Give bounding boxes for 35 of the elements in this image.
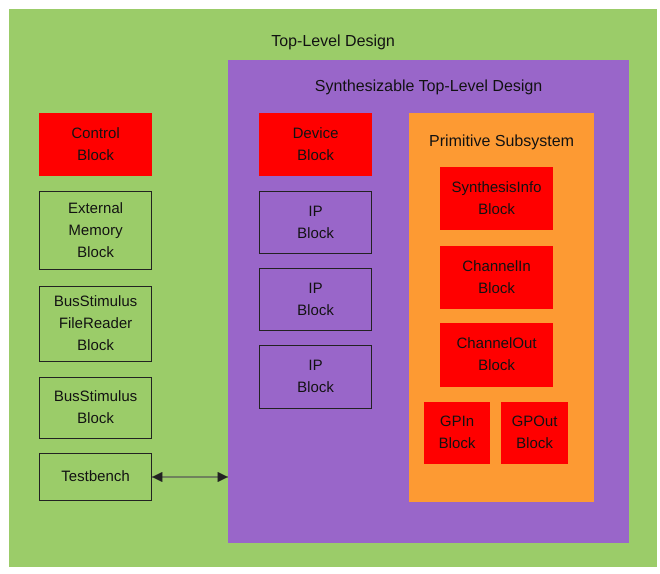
- block-label: Device Block: [292, 124, 340, 166]
- block-box: [259, 191, 372, 254]
- block-box: [440, 246, 553, 309]
- block-box: [39, 191, 152, 270]
- block-label: ChannelIn Block: [461, 256, 532, 298]
- container-panel: [9, 9, 657, 567]
- block-label: IP Block: [296, 278, 335, 320]
- block-label: GPOut Block: [510, 412, 558, 454]
- block-label: BusStimulus Block: [52, 387, 138, 429]
- block-label: IP Block: [296, 356, 335, 398]
- block-label: SynthesisInfo Block: [450, 178, 543, 220]
- block-box: [39, 453, 152, 501]
- block-label: GPIn Block: [438, 412, 476, 454]
- panel-title: Top-Level Design: [271, 32, 395, 52]
- container-panel: [409, 113, 594, 502]
- block-box: [440, 167, 553, 230]
- block-label: Testbench: [60, 467, 131, 487]
- block-label: Control Block: [70, 124, 121, 166]
- block-box: [259, 345, 372, 409]
- block-box: [424, 402, 490, 464]
- double-arrow: [152, 472, 228, 482]
- block-box: [39, 286, 152, 362]
- panel-title: Primitive Subsystem: [429, 132, 574, 152]
- block-box: [39, 113, 152, 176]
- block-box: [259, 268, 372, 331]
- block-box: [440, 323, 553, 387]
- panel-title: Synthesizable Top-Level Design: [314, 77, 542, 97]
- block-label: BusStimulus FileReader Block: [52, 292, 138, 356]
- container-panel: [228, 60, 629, 543]
- block-box: [259, 113, 372, 176]
- block-label: ChannelOut Block: [455, 334, 538, 376]
- block-label: External Memory Block: [66, 198, 124, 262]
- block-label: IP Block: [296, 202, 335, 244]
- block-box: [501, 402, 568, 464]
- block-box: [39, 377, 152, 439]
